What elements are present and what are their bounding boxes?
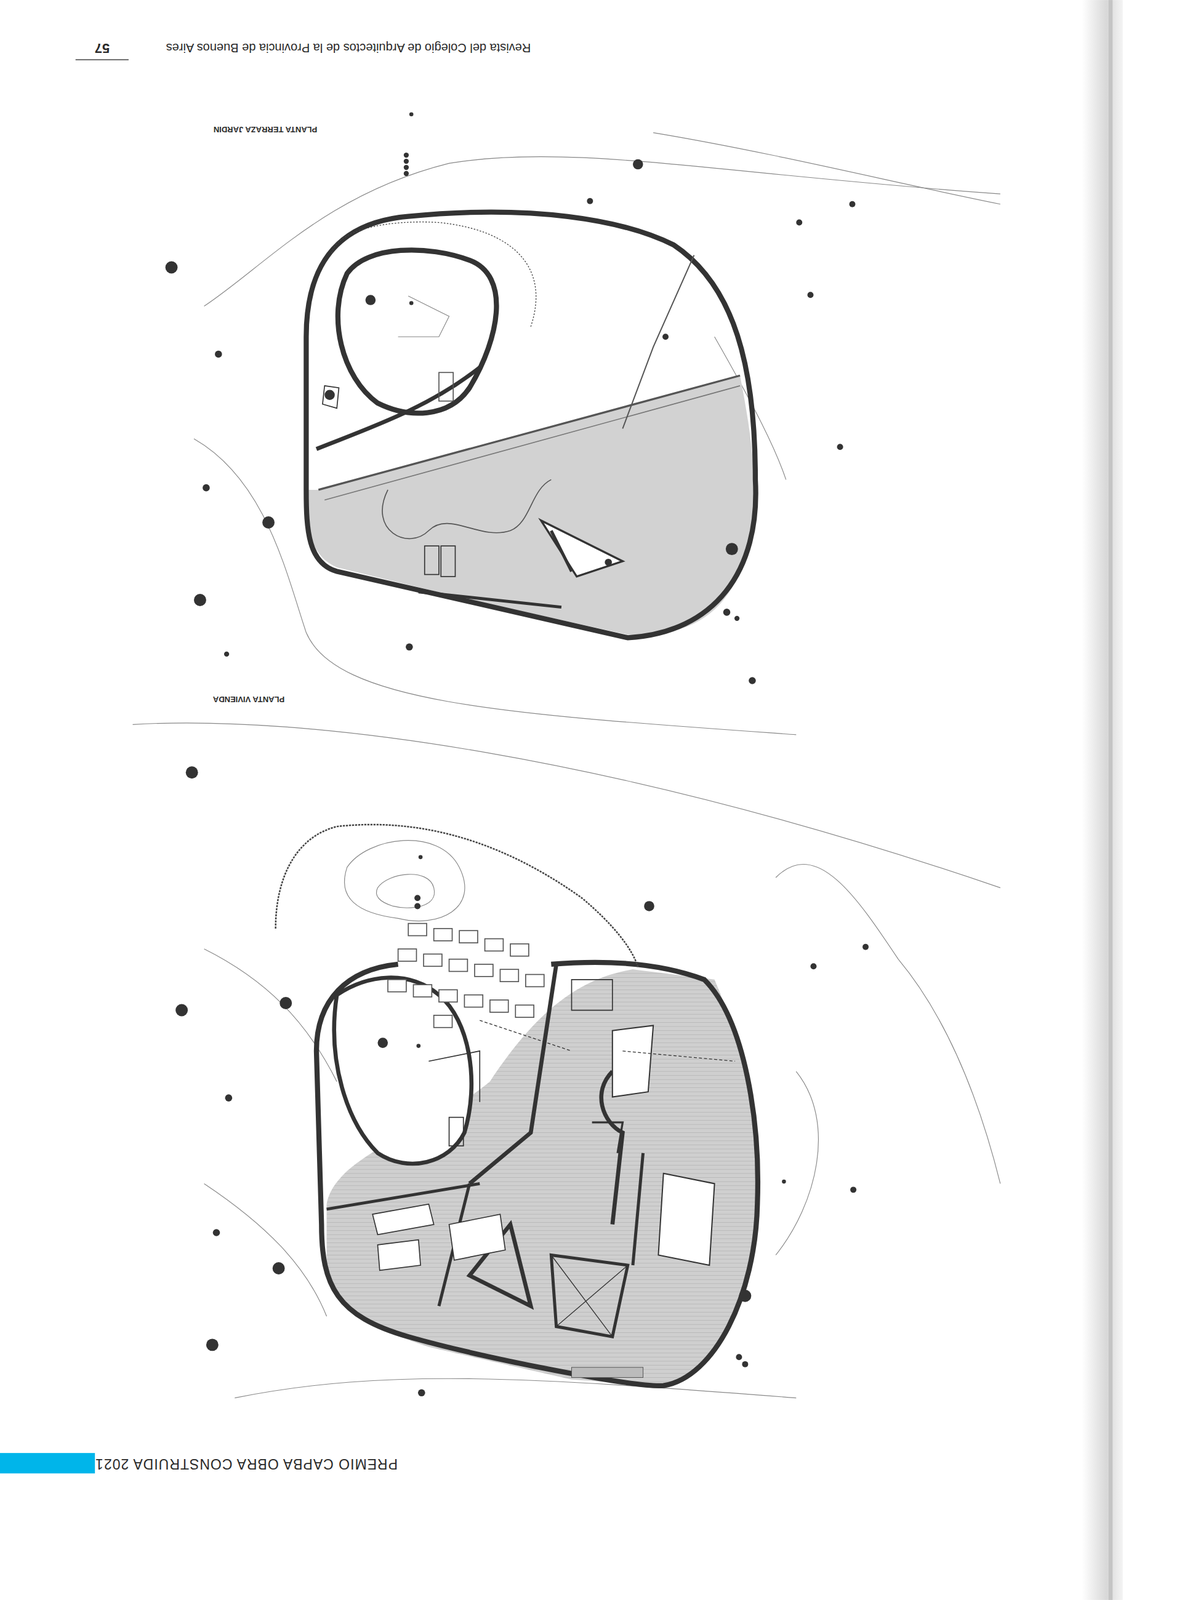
journal-header: Revista del Colegio de Arquitectos de la… [166, 41, 532, 55]
page-number: 57 [94, 41, 110, 55]
award-footer: PREMIO CAPBA OBRA CONSTRUIDA 2021 [94, 1457, 398, 1472]
plan-title: PLANTA TERRAZA JARDIN [213, 125, 318, 134]
plan-title: PLANTA VIVIENDA [213, 695, 285, 704]
